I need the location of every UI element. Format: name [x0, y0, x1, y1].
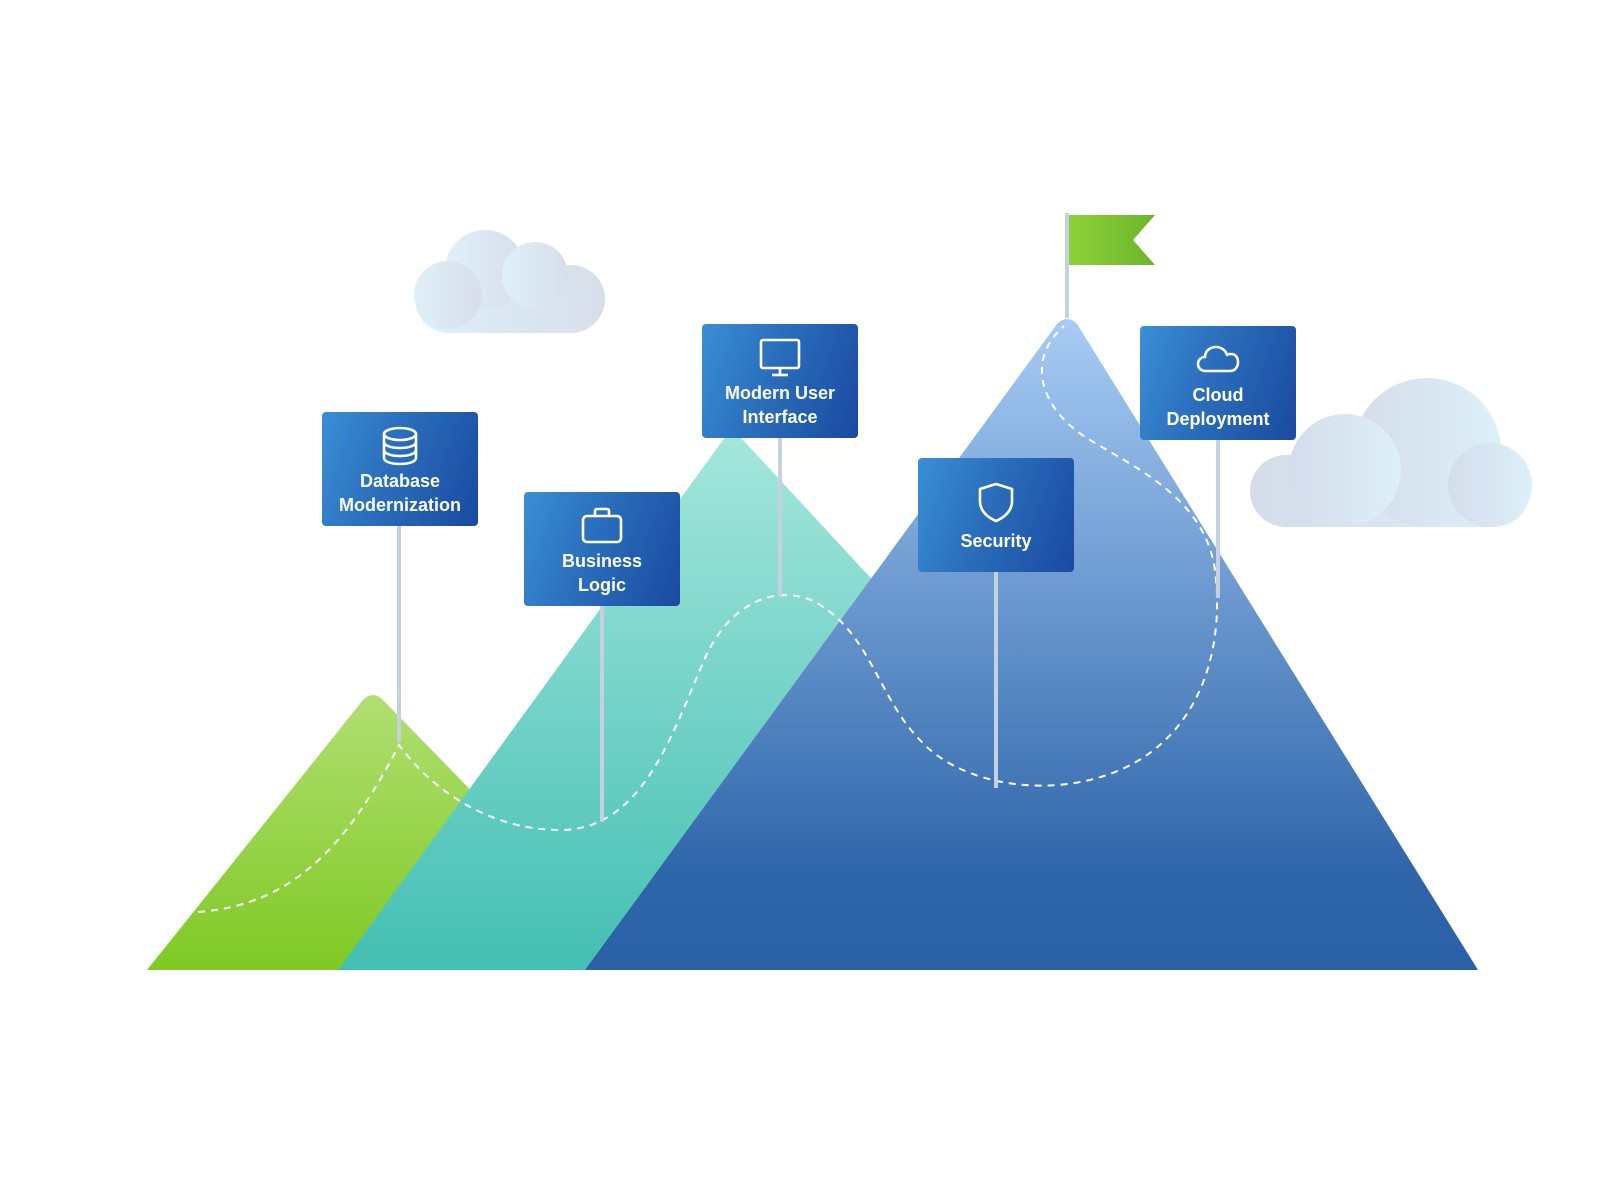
flag-icon: [1069, 215, 1155, 265]
sign-poles: [397, 213, 1220, 822]
trail-path: [197, 325, 1219, 913]
cloud-right-icon: [1250, 378, 1532, 527]
briefcase-icon: [581, 507, 623, 544]
shield-icon: [978, 482, 1014, 523]
database-icon: [382, 426, 418, 466]
sign-label: Security: [960, 531, 1032, 551]
sign-business-logic: Business Logic: [524, 492, 680, 606]
teal-mountain: [338, 435, 880, 970]
sign-database-modernization: Database Modernization: [322, 412, 478, 526]
sign-label: Cloud Deployment: [1166, 385, 1270, 429]
cloud-left-icon: [414, 230, 605, 333]
sign-security: Security: [918, 458, 1074, 572]
blue-mountain: [585, 319, 1478, 970]
sign-label: Modern User Interface: [724, 383, 836, 427]
sign-label: Database Modernization: [339, 471, 461, 515]
sign-cloud-deployment: Cloud Deployment: [1140, 326, 1296, 440]
monitor-icon: [759, 338, 801, 377]
sign-label: Business Logic: [561, 551, 643, 595]
sign-modern-user-interface: Modern User Interface: [702, 324, 858, 438]
cloud-icon: [1196, 345, 1240, 373]
